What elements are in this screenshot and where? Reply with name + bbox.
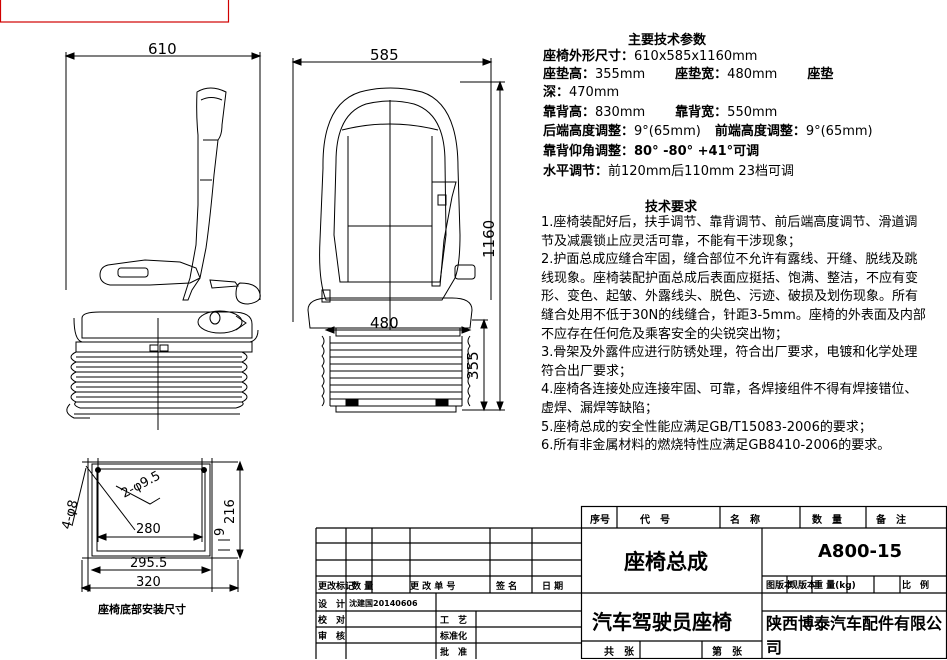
sheet-number: 第 张 — [712, 647, 742, 658]
requirements-list: 1.座椅装配好后，扶手调节、靠背调节、前后端高度调节、滑道调节及减震锁止应灵活可… — [541, 214, 926, 456]
requirement-item-5: 5.座椅总成的安全性能应满足GB/T15083-2006的要求； — [541, 419, 872, 435]
attr-header-scale: 比 例 — [902, 581, 930, 591]
spec-line-3: 深：470mm — [543, 85, 620, 100]
product-name: 汽车驾驶员座椅 — [592, 610, 732, 634]
dim-cushion-width: 480 — [370, 314, 399, 332]
base-caption: 座椅底部安装尺寸 — [98, 603, 186, 616]
revision-header-change-no: 更 改 单 号 — [410, 582, 456, 592]
proof-label: 校 对 — [318, 616, 346, 626]
parts-header-index: 序号 — [590, 515, 610, 526]
border-fragment — [0, 0, 230, 23]
attr-header-current-version: 现版本 — [789, 581, 817, 591]
process-label: 工 艺 — [440, 616, 468, 626]
requirement-item-6: 6.所有非金属材料的燃烧特性应满足GB8410-2006的要求。 — [541, 438, 891, 454]
requirement-item-3: 3.骨架及外露件应进行防锈处理，符合出厂要求，电镀和化学处理符合出厂要求； — [541, 345, 918, 379]
spec-line-7: 水平调节：前120mm后110mm 23档可调 — [543, 164, 794, 179]
dim-slots: 4-φ8 — [59, 498, 81, 531]
standard-label: 标准化 — [440, 632, 468, 642]
dim-depth: 216 — [223, 499, 238, 524]
front-view — [291, 58, 505, 413]
drawing-number: A800-15 — [818, 541, 903, 562]
spec-line-5: 后端高度调整：9°(65mm)前端高度调整：9°(65mm) — [543, 124, 873, 139]
design-label: 设 计 — [318, 600, 346, 610]
dim-offset: 9 — [213, 528, 228, 536]
dim-front-width: 585 — [370, 46, 399, 64]
dim-inner-width: 280 — [136, 522, 161, 537]
revision-header-mark: 更改标记 — [318, 582, 355, 592]
revision-header-qty: 数 量 — [352, 582, 374, 592]
requirement-item-4: 4.座椅各连接处应连接牢固、可靠，各焊接组件不得有焊接错位、虚焊、漏焊等缺陷； — [541, 382, 918, 416]
specs-title: 主要技术参数 — [628, 33, 707, 48]
dim-outer-width: 320 — [136, 575, 161, 590]
requirement-item-2: 2.护面总成应缝合牢固，缝合部位不允许有露线、开缝、脱线及跳线现象。座椅装配护面… — [541, 252, 926, 342]
base-mounting-view — [71, 458, 244, 592]
parts-header-note: 备 注 — [876, 515, 906, 526]
requirements-title: 技术要求 — [645, 200, 698, 215]
dim-slot-span: 295.5 — [130, 556, 167, 571]
dim-height: 1160 — [480, 220, 498, 258]
dim-side-width: 610 — [148, 40, 177, 58]
part-name: 座椅总成 — [624, 550, 708, 574]
attr-header-weight: 重 量(kg) — [814, 581, 856, 591]
attr-header-drawing-version: 图版本 — [766, 581, 794, 591]
sheets-total: 共 张 — [604, 647, 634, 658]
parts-header-code: 代 号 — [640, 515, 670, 526]
parts-header-qty: 数 量 — [812, 515, 842, 526]
approve-label: 批 准 — [440, 648, 468, 658]
revision-header-date: 日 期 — [542, 582, 564, 592]
review-label: 审 核 — [318, 632, 346, 642]
spec-line-1: 座椅外形尺寸：610x585x1160mm — [543, 49, 758, 64]
parts-header-name: 名 称 — [730, 515, 760, 526]
dim-cushion-height: 355 — [464, 351, 482, 380]
company-name: 陕西博泰汽车配件有限公司 — [766, 614, 943, 657]
spec-line-6: 靠背仰角调整：80° -80° +41°可调 — [543, 144, 760, 159]
designer-signature: 沈建国20140606 — [349, 599, 418, 608]
side-view — [64, 52, 262, 430]
dim-holes: 2-φ9.5 — [119, 468, 163, 501]
requirement-item-1: 1.座椅装配好后，扶手调节、靠背调节、前后端高度调节、滑道调节及减震锁止应灵活可… — [541, 215, 918, 249]
revision-header-sign: 签 名 — [496, 582, 518, 592]
